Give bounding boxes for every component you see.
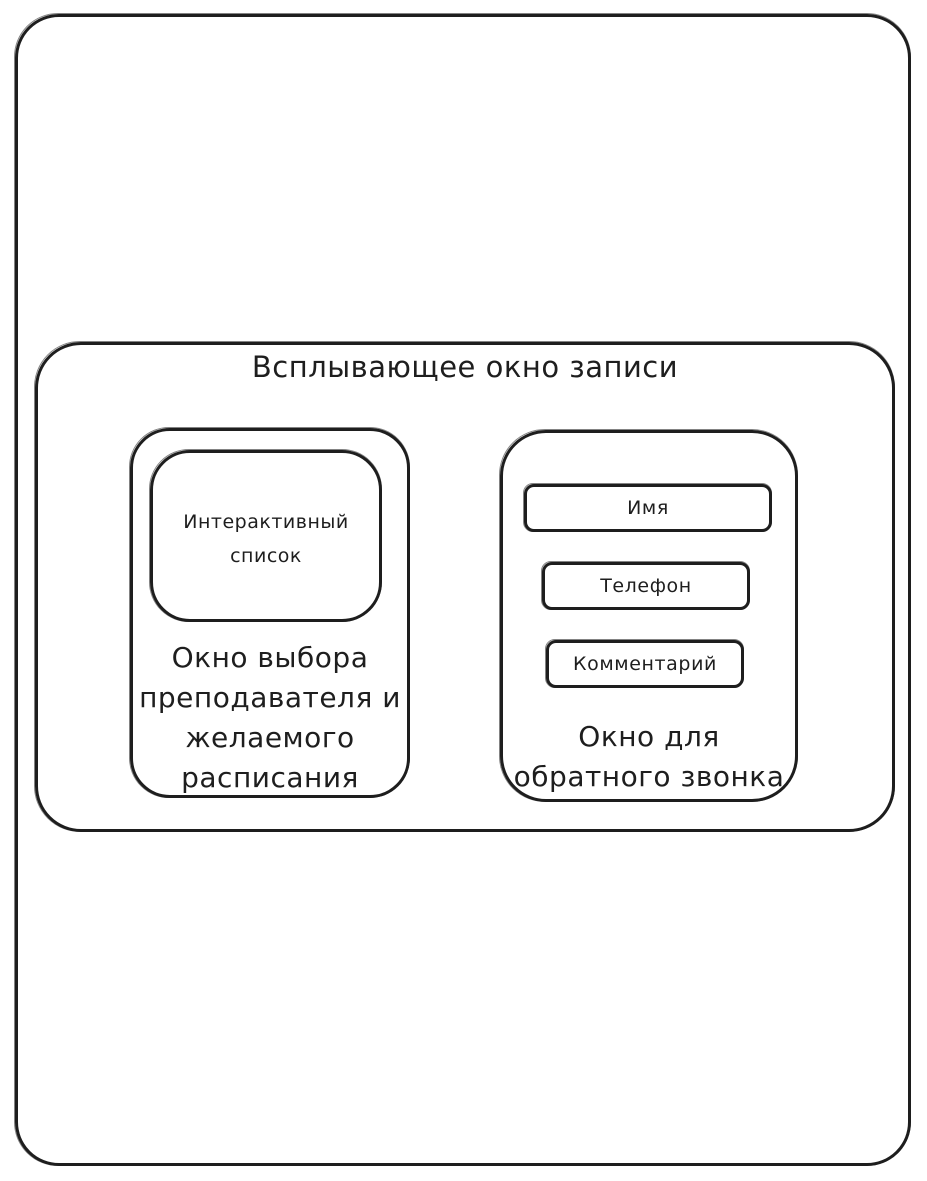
- phone-field-label: Телефон: [600, 575, 692, 597]
- interactive-list-label: Интерактивный список: [183, 511, 349, 567]
- teacher-panel-caption-line: Окно выбора: [171, 641, 369, 674]
- name-field-label: Имя: [627, 497, 669, 519]
- callback-panel-caption-line: Окно для: [578, 720, 720, 753]
- comment-field[interactable]: Комментарий: [545, 639, 744, 688]
- teacher-panel-caption-line: желаемого: [185, 721, 355, 754]
- teacher-panel-caption-line: расписания: [181, 761, 359, 794]
- phone-field[interactable]: Телефон: [541, 561, 750, 610]
- name-field[interactable]: Имя: [523, 483, 772, 532]
- comment-field-label: Комментарий: [573, 653, 717, 675]
- popup-title: Всплывающее окно записи: [251, 350, 679, 384]
- callback-panel-caption: Окно для обратного звонка: [500, 717, 798, 797]
- callback-panel-caption-line: обратного звонка: [513, 760, 785, 793]
- teacher-panel-caption: Окно выбора преподавателя и желаемого ра…: [130, 638, 410, 798]
- teacher-panel-caption-line: преподавателя и: [139, 681, 401, 714]
- interactive-list[interactable]: [149, 449, 382, 622]
